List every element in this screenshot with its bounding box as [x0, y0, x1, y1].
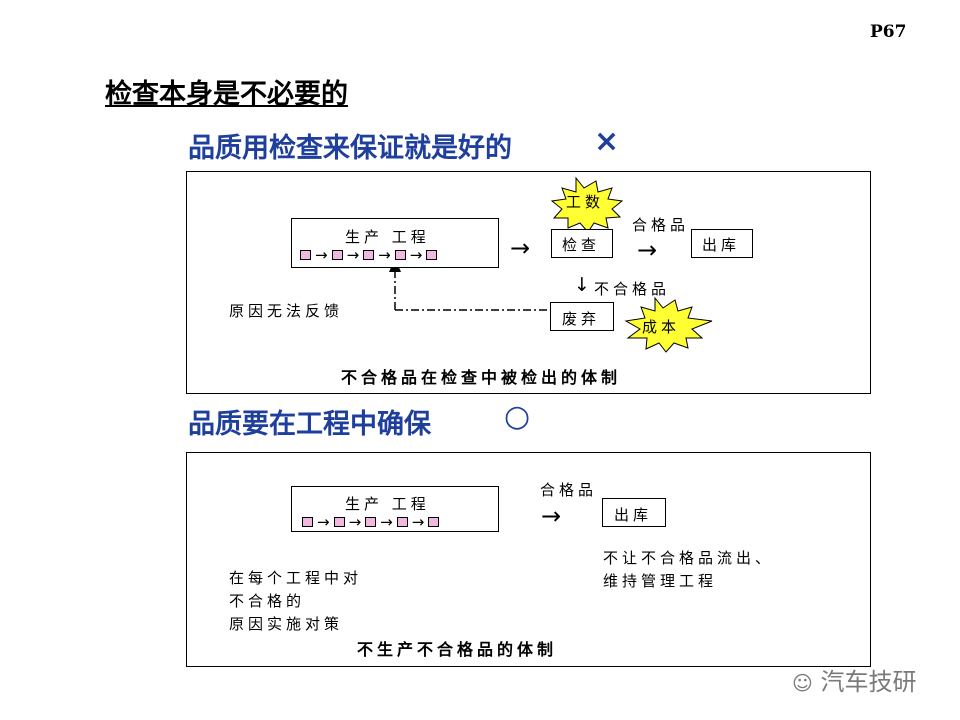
- arrow-down-fail: ↓: [574, 274, 590, 296]
- cost-burst-label: 成本: [642, 318, 681, 336]
- labor-burst-shape: [550, 176, 624, 233]
- cross-mark: ×: [594, 124, 620, 159]
- process-step-square: [428, 517, 440, 527]
- top-panel: [186, 171, 871, 394]
- slide-title: 检查本身是不必要的: [105, 72, 348, 111]
- wechat-icon: ☺: [792, 671, 813, 695]
- process-step-square: [396, 517, 408, 527]
- ship-label-top: 出库: [702, 236, 741, 254]
- feedback-note: 原因无法反馈: [229, 302, 344, 320]
- scrap-box: [550, 302, 614, 331]
- countermeasure-note-line3: 原因实施对策: [229, 615, 344, 633]
- watermark-text: 汽车技研: [820, 668, 917, 696]
- process-flow-bottom: → → → →: [302, 513, 440, 531]
- page-number: P67: [870, 22, 907, 42]
- inspect-box: [551, 229, 613, 258]
- cost-burst-shape: [624, 296, 713, 353]
- watermark: ☺ 汽车技研: [792, 662, 917, 697]
- arrow-to-ship-bottom: →: [541, 502, 562, 530]
- labor-burst-label: 工数: [566, 193, 605, 211]
- countermeasure-note-line2: 不合格的: [229, 592, 306, 610]
- process-label-bottom: 生产 工程: [345, 495, 430, 513]
- ship-box-top: [691, 229, 753, 258]
- right-note-line2: 维持管理工程: [603, 572, 718, 590]
- process-step-square: [300, 250, 311, 260]
- bad-approach-heading: 品质用检查来保证就是好的: [188, 133, 512, 164]
- ship-box-bottom: [602, 498, 666, 527]
- arrow-to-inspect: →: [510, 234, 531, 262]
- title-rest: 本身是不必要的: [159, 79, 348, 110]
- fail-label: 不合格品: [594, 280, 671, 298]
- pass-label-top: 合格品: [632, 216, 690, 234]
- bottom-caption: 不生产不合格品的体制: [357, 640, 558, 659]
- good-approach-heading: 品质要在工程中确保: [188, 409, 431, 440]
- pass-label-bottom: 合格品: [540, 481, 598, 499]
- process-step-square: [302, 517, 313, 527]
- countermeasure-note-line1: 在每个工程中对: [229, 569, 363, 587]
- right-note-line1: 不让不合格品流出、: [603, 549, 775, 567]
- scrap-label: 废弃: [562, 310, 601, 328]
- process-step-square: [331, 250, 343, 260]
- process-step-square: [394, 250, 406, 260]
- process-step-square: [363, 250, 375, 260]
- circle-mark: ○: [504, 399, 531, 434]
- ship-label-bottom: 出库: [614, 506, 653, 524]
- arrow-to-ship-top: →: [637, 236, 658, 264]
- top-caption: 不合格品在检查中被检出的体制: [341, 368, 622, 387]
- process-box-bottom: [291, 486, 499, 532]
- process-flow-top: → → → →: [300, 246, 438, 264]
- process-step-square: [426, 250, 438, 260]
- inspect-label: 检查: [562, 236, 601, 254]
- process-step-square: [333, 517, 345, 527]
- process-label-top: 生产 工程: [345, 228, 430, 246]
- title-emphasis: 检查: [105, 79, 159, 110]
- process-step-square: [365, 517, 377, 527]
